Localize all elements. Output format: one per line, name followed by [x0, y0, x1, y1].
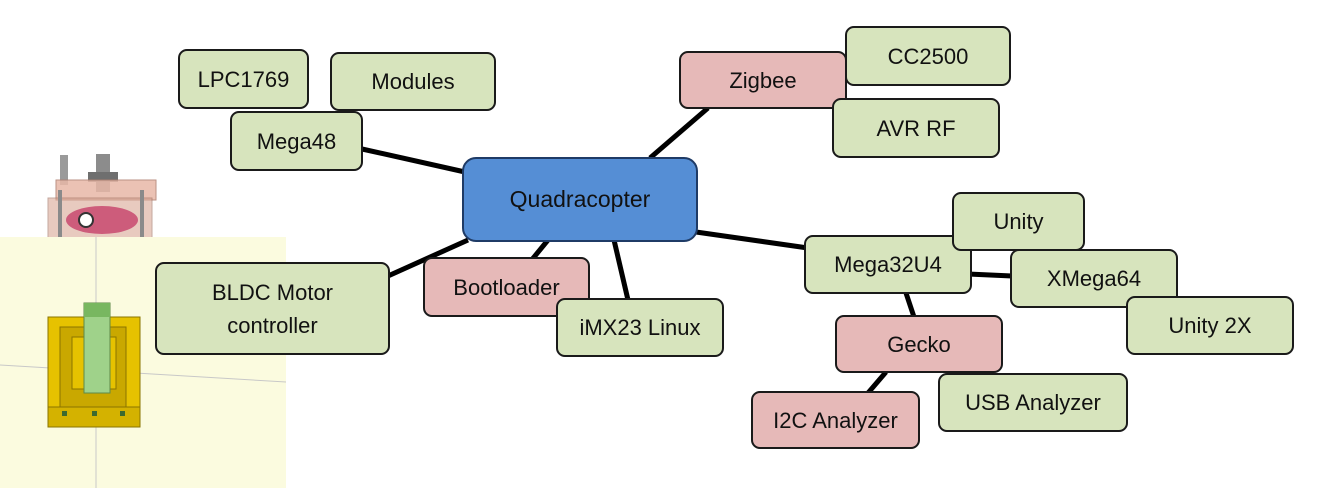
node-lpc1769: LPC1769 — [178, 49, 309, 109]
node-mega32u4: Mega32U4 — [804, 235, 972, 294]
node-cc2500: CC2500 — [845, 26, 1011, 86]
node-gecko: Gecko — [835, 315, 1003, 373]
edge-hub-mega48 — [361, 146, 466, 175]
edge-hub-mega32u4 — [695, 229, 809, 251]
edge-hub-imx23 — [611, 239, 631, 301]
node-quadracopter: Quadracopter — [462, 157, 698, 242]
node-mega48: Mega48 — [230, 111, 363, 171]
node-bldc-line2: controller — [227, 312, 318, 338]
node-avr-rf: AVR RF — [832, 98, 1000, 158]
node-bldc-motor-controller: BLDC Motor controller — [155, 262, 390, 355]
node-imx23-linux: iMX23 Linux — [556, 298, 724, 357]
edge-gecko-i2c — [866, 370, 888, 395]
node-bootloader: Bootloader — [423, 257, 590, 317]
node-unity: Unity — [952, 192, 1085, 251]
node-usb-analyzer: USB Analyzer — [938, 373, 1128, 432]
edge-mega32u4-gecko — [903, 292, 917, 318]
node-i2c-analyzer: I2C Analyzer — [751, 391, 920, 449]
edge-hub-zigbee — [648, 106, 710, 160]
edge-mega32u4-xmega64 — [967, 271, 1013, 279]
node-zigbee: Zigbee — [679, 51, 847, 109]
node-bldc-line1: BLDC Motor — [211, 279, 334, 305]
node-unity-2x: Unity 2X — [1126, 296, 1294, 355]
node-modules: Modules — [330, 52, 496, 111]
